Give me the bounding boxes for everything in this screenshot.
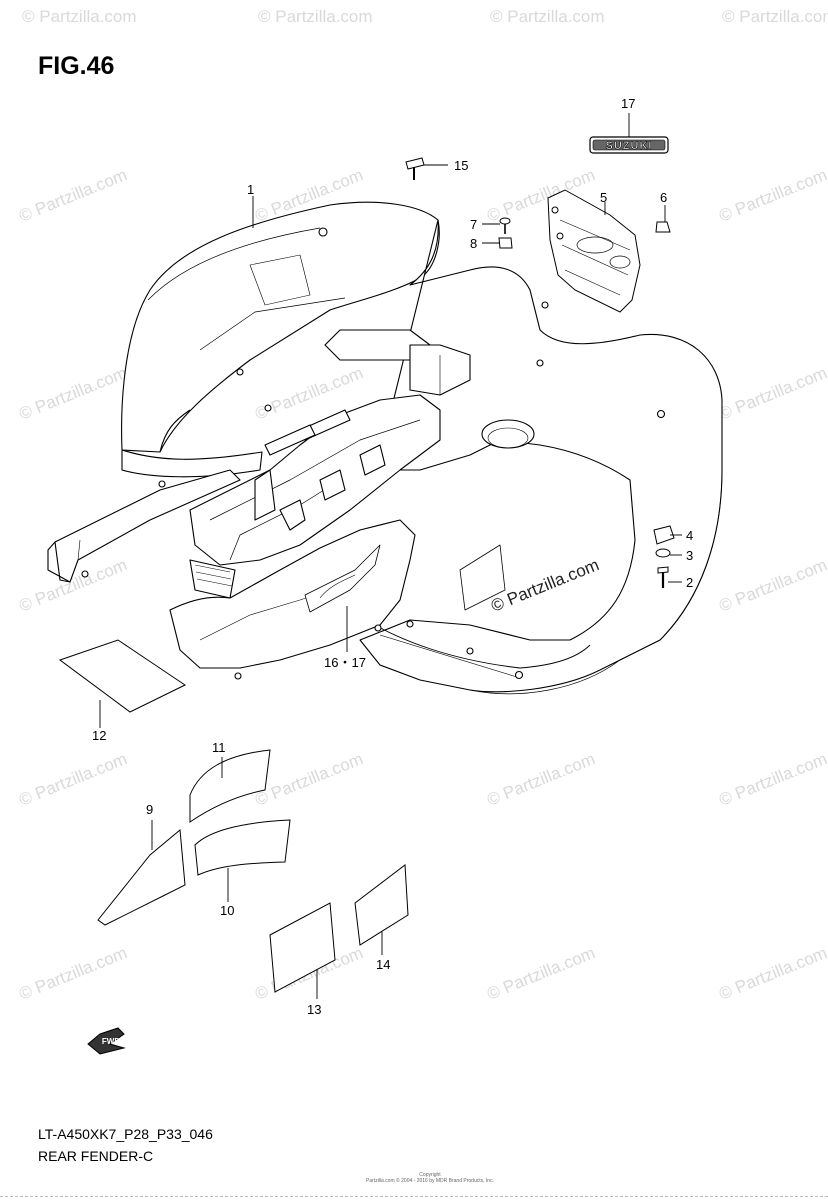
callout-3: 3 (686, 548, 693, 563)
watermark: © Partzilla.com (490, 7, 605, 26)
callout-2: 2 (686, 575, 693, 590)
callout-6: 6 (660, 190, 667, 205)
figure-title: FIG.46 (38, 52, 115, 80)
watermark: © Partzilla.com (722, 7, 828, 26)
callout-12: 12 (92, 728, 106, 743)
decal-9 (97, 829, 186, 926)
suzuki-emblem: SUZUKI (589, 136, 669, 154)
group-name: REAR FENDER-C (38, 1148, 154, 1164)
watermark: © Partzilla.com (716, 749, 828, 810)
callout-13: 13 (307, 1002, 321, 1017)
decal-12 (58, 639, 186, 713)
callout-14: 14 (376, 957, 390, 972)
callout-16-17: 16・17 (324, 655, 366, 670)
decals (58, 639, 409, 993)
watermark: © Partzilla.com (16, 363, 129, 424)
callout-labels: 1 2 3 4 5 6 7 8 9 10 11 12 13 14 15 16・1… (92, 96, 693, 1017)
watermark: © Partzilla.com (716, 943, 828, 1004)
callout-10: 10 (220, 903, 234, 918)
forward-arrow-icon: FWD (87, 1027, 126, 1055)
watermark: © Partzilla.com (16, 165, 129, 226)
watermark: © Partzilla.com (716, 363, 828, 424)
callout-15: 15 (454, 158, 468, 173)
screw-7 (499, 217, 511, 225)
watermark: © Partzilla.com (16, 943, 129, 1004)
callout-5: 5 (600, 190, 607, 205)
watermark: © Partzilla.com (484, 749, 597, 810)
watermark: © Partzilla.com (258, 7, 373, 26)
callout-9: 9 (146, 802, 153, 817)
copyright-line-2: Partzilla.com © 2004 - 2016 by MDR Brand… (366, 1178, 494, 1184)
model-code: LT-A450XK7_P28_P33_046 (38, 1126, 213, 1142)
callout-11: 11 (212, 740, 226, 755)
callout-4: 4 (686, 528, 693, 543)
leader-lines (99, 113, 682, 999)
decal-14 (354, 864, 409, 946)
decal-13 (269, 902, 336, 993)
watermark: © Partzilla.com (716, 165, 828, 226)
forward-arrow-label: FWD (102, 1037, 120, 1046)
rear-fender (47, 201, 723, 695)
callout-7: 7 (470, 217, 477, 232)
callout-17: 17 (621, 96, 635, 111)
fender-bracket (547, 189, 641, 313)
watermark: © Partzilla.com (484, 943, 597, 1004)
clip-6 (655, 221, 671, 233)
watermark: © Partzilla.com (22, 7, 137, 26)
bottom-divider (0, 1196, 828, 1197)
decal-11 (189, 749, 271, 823)
callout-8: 8 (470, 236, 477, 251)
nut-8 (498, 237, 513, 249)
watermark-main: © Partzilla.com (488, 555, 601, 616)
hardware (405, 157, 675, 588)
copyright-line-1: Copyright (419, 1172, 441, 1178)
watermark: © Partzilla.com (16, 749, 129, 810)
watermark: © Partzilla.com (716, 555, 828, 616)
decal-10 (194, 819, 291, 876)
callout-1: 1 (247, 182, 254, 197)
collar-3 (655, 548, 671, 558)
copyright-notice: Copyright Partzilla.com © 2004 - 2016 by… (360, 1172, 500, 1184)
bolt-2 (657, 566, 669, 574)
emblem-label: SUZUKI (606, 140, 653, 152)
cushion-4 (653, 525, 675, 545)
